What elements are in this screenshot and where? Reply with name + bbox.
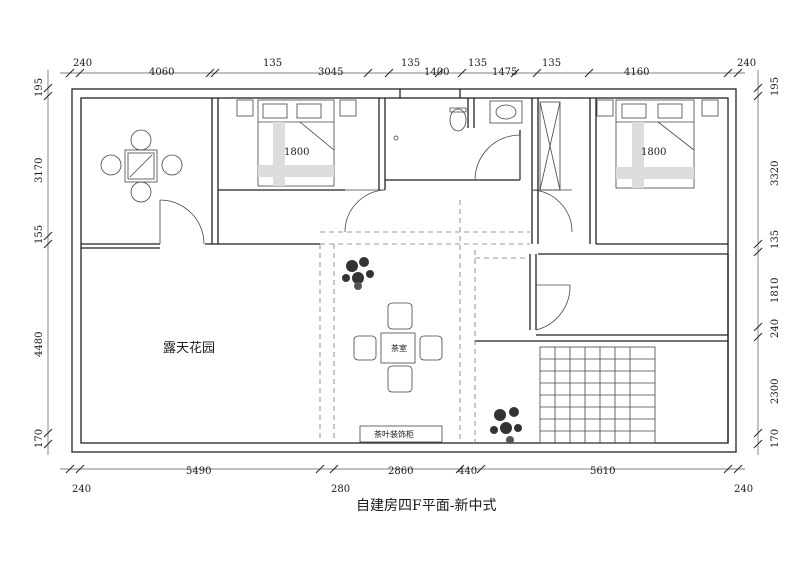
dim-bottom-2: 2860: [388, 466, 413, 477]
plant-icon: [342, 257, 374, 290]
dim-right-6: 2300: [770, 379, 781, 404]
dim-top-6: 1400: [424, 67, 449, 78]
dim-top-9: 135: [542, 58, 561, 69]
top-dimension-labels: 240 4060 135 3045 135 1400 135 1475 135 …: [73, 58, 756, 78]
dim-top-4: 3045: [318, 67, 343, 78]
dim-right-4: 1810: [770, 278, 781, 303]
bottom-dimension-line: [60, 464, 745, 474]
dim-bottom-7: 240: [734, 484, 753, 495]
dim-top-5: 135: [401, 58, 420, 69]
drawing-title: 自建房四F平面-新中式: [356, 498, 496, 514]
dim-bottom-6: 280: [331, 484, 350, 495]
interior-walls: [81, 98, 729, 443]
dim-right-1: 195: [770, 77, 781, 96]
dim-right-5: 240: [770, 319, 781, 338]
dim-top-10: 4160: [624, 67, 649, 78]
right-dimension-labels: 195 3320 135 1810 240 2300 170: [770, 77, 781, 448]
bedroom-right: [596, 99, 719, 189]
dining-table: [100, 129, 183, 203]
tea-room-furniture: [353, 302, 443, 443]
dim-top-1: 240: [73, 58, 92, 69]
dim-left-3: 155: [34, 225, 45, 244]
room-label-tea-room: 茶室: [391, 343, 407, 353]
dim-left-2: 3170: [34, 158, 45, 183]
bed-size-right: 1800: [641, 147, 666, 158]
dim-left-5: 170: [34, 429, 45, 448]
dim-bottom-1: 5490: [186, 466, 211, 477]
dim-top-8: 1475: [492, 67, 517, 78]
dim-top-11: 240: [737, 58, 756, 69]
dim-top-2: 4060: [149, 67, 174, 78]
dim-left-4: 4480: [34, 332, 45, 357]
left-dimension-line: [43, 70, 53, 455]
tea-cabinet-label: 茶叶装饰柜: [374, 429, 414, 439]
left-dimension-labels: 195 3170 155 4480 170: [34, 78, 45, 448]
top-dimension-line: [60, 68, 745, 78]
dim-right-3: 135: [770, 230, 781, 249]
bottom-dimension-labels: 5490 2860 440 5610 240 280 240: [72, 466, 753, 495]
door-arcs: [159, 134, 573, 331]
right-dimension-line: [753, 70, 763, 455]
bedroom-left: [236, 99, 357, 187]
dim-top-3: 135: [263, 58, 282, 69]
dim-top-7: 135: [468, 58, 487, 69]
dim-right-7: 170: [770, 429, 781, 448]
dim-right-2: 3320: [770, 161, 781, 186]
dim-bottom-3: 440: [458, 466, 477, 477]
bathroom-fixtures: [393, 100, 561, 191]
dim-bottom-5: 240: [72, 484, 91, 495]
bed-size-left: 1800: [284, 147, 309, 158]
plant-icon: [490, 407, 522, 444]
staircase: [539, 346, 656, 444]
dim-bottom-4: 5610: [590, 466, 615, 477]
dim-left-1: 195: [34, 78, 45, 97]
dashed-boundaries: [319, 200, 530, 443]
room-label-garden: 露天花园: [163, 340, 215, 356]
